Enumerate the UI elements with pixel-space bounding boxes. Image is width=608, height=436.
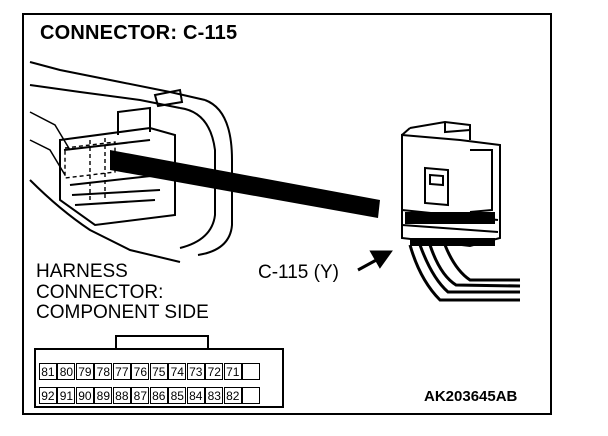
- pin-91: 91: [57, 387, 76, 404]
- pin-92: 92: [39, 387, 57, 404]
- harness-label: HARNESS CONNECTOR: COMPONENT SIDE: [36, 261, 209, 324]
- pin-87: 87: [131, 387, 150, 404]
- pin-84: 84: [186, 387, 205, 404]
- connector-callout: C-115 (Y): [258, 262, 339, 283]
- pin-90: 90: [75, 387, 94, 404]
- pin-80: 80: [57, 363, 76, 380]
- pin-76: 76: [131, 363, 150, 380]
- pin-74: 74: [168, 363, 187, 380]
- pin-88: 88: [112, 387, 131, 404]
- pin-75: 75: [149, 363, 168, 380]
- pin-86: 86: [149, 387, 168, 404]
- pin-cavity-empty: [242, 387, 261, 404]
- harness-label-line2: CONNECTOR:: [36, 281, 164, 303]
- connector-title: CONNECTOR: C-115: [40, 22, 238, 44]
- pin-72: 72: [205, 363, 224, 380]
- figure-code: AK203645AB: [424, 388, 518, 405]
- pin-83: 83: [205, 387, 224, 404]
- pin-81: 81: [39, 363, 57, 380]
- pin-78: 78: [94, 363, 113, 380]
- pin-73: 73: [186, 363, 205, 380]
- pin-cavity-empty: [242, 363, 261, 380]
- pin-89: 89: [94, 387, 113, 404]
- harness-label-line1: HARNESS: [36, 261, 128, 282]
- pin-85: 85: [168, 387, 187, 404]
- harness-label-line3: COMPONENT SIDE: [36, 302, 209, 323]
- pin-79: 79: [75, 363, 94, 380]
- pin-82: 82: [223, 387, 242, 404]
- pin-77: 77: [112, 363, 131, 380]
- pin-71: 71: [223, 363, 242, 380]
- connector-latch: [115, 335, 209, 350]
